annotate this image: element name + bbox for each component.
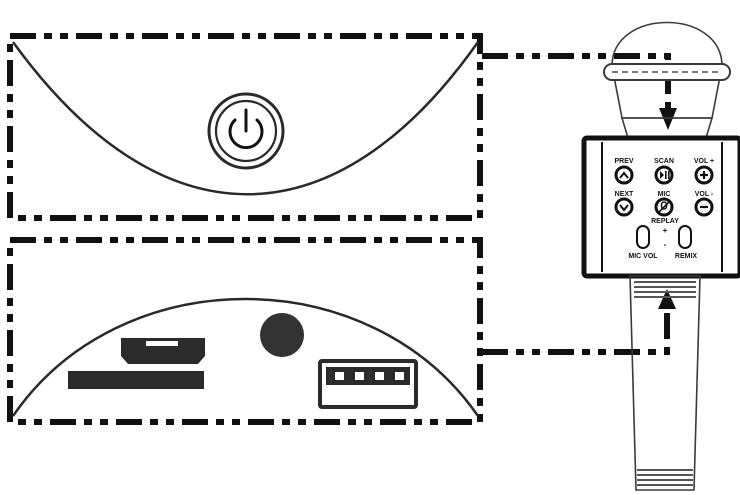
label-remix: REMIX	[675, 253, 698, 260]
bottom-connector-line	[482, 305, 670, 355]
sd-card-slot-icon	[68, 371, 204, 389]
label-vol-minus: VOL -	[695, 191, 714, 198]
play-pause-button-icon	[654, 165, 674, 185]
label-next: NEXT	[615, 191, 634, 198]
usb-a-port-icon	[318, 359, 418, 409]
mic-ring	[603, 63, 731, 81]
label-mic: MIC	[658, 191, 671, 198]
mic-vol-slider-icon	[636, 225, 650, 249]
label-vol-plus: VOL +	[694, 158, 714, 165]
label-prev: PREV	[614, 158, 633, 165]
top-panel-border	[7, 33, 483, 221]
bottom-panel-border	[7, 237, 483, 425]
label-scan: SCAN	[654, 158, 674, 165]
bottom-panel-curve	[11, 297, 480, 417]
next-button-icon	[614, 197, 634, 217]
vol-minus-button-icon	[694, 197, 714, 217]
top-arrow-head	[659, 108, 677, 130]
label-replay: REPLAY	[651, 218, 679, 225]
mic-handle	[629, 275, 701, 491]
top-detail-panel	[7, 33, 483, 221]
micro-usb-port-icon	[121, 338, 205, 364]
microphone-illustration: PREV SCAN VOL + NEXT MIC VOL -	[581, 21, 740, 491]
vol-plus-button-icon	[694, 165, 714, 185]
power-icon	[207, 92, 285, 170]
label-minus: -	[664, 240, 667, 249]
top-panel-curve	[11, 41, 480, 196]
bottom-arrow-head	[658, 289, 676, 309]
label-mic-vol: MIC VOL	[628, 253, 658, 260]
remix-slider-icon	[678, 225, 692, 249]
bottom-detail-panel	[7, 237, 483, 425]
top-connector-line	[482, 53, 671, 112]
handle-grip	[634, 281, 696, 486]
label-plus: +	[663, 226, 668, 235]
prev-button-icon	[614, 165, 634, 185]
mic-mute-button-icon	[654, 197, 674, 217]
audio-jack-icon	[260, 313, 304, 357]
